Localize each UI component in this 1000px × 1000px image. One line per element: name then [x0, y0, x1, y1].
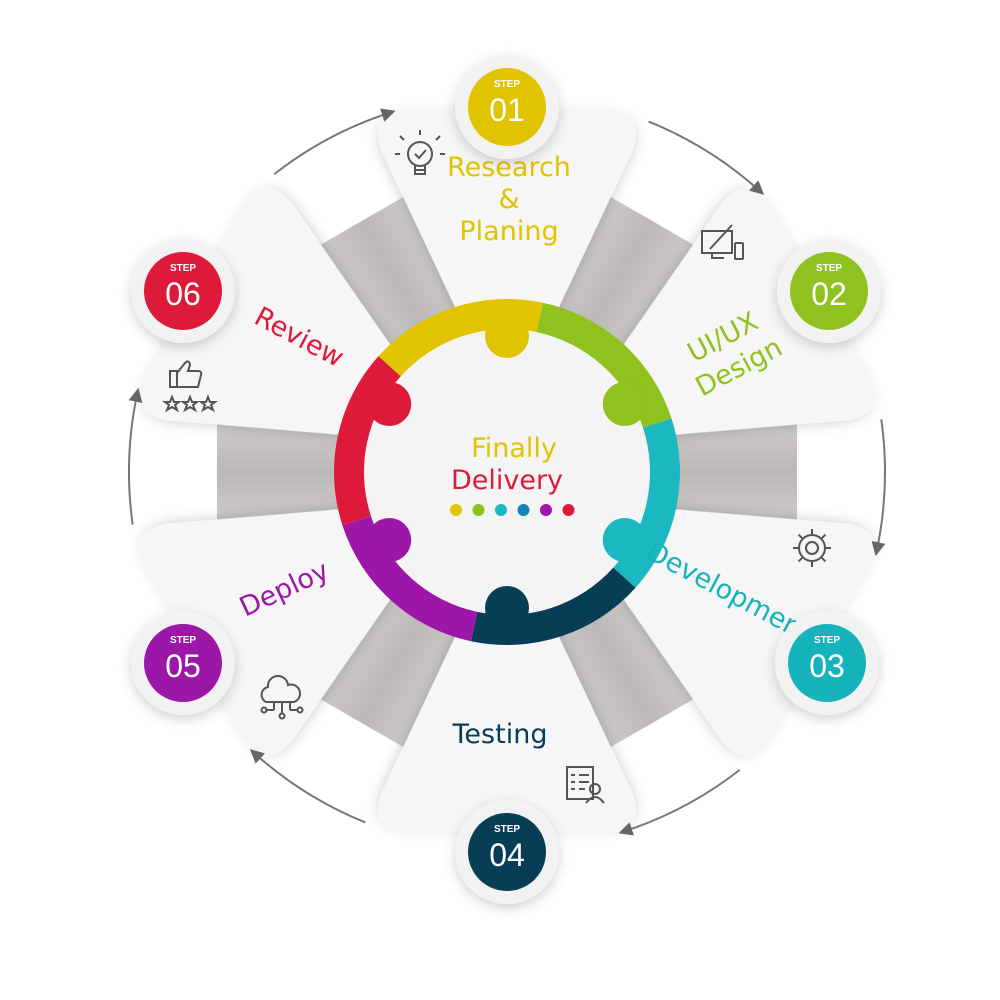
badge-disc — [468, 68, 546, 146]
badge-disc — [788, 624, 866, 702]
step-prefix: STEP — [170, 635, 196, 646]
step-number: 04 — [489, 837, 525, 873]
center-title-line2: Delivery — [451, 465, 563, 496]
step-prefix: STEP — [494, 824, 520, 835]
color-dot — [495, 504, 507, 516]
step-badge-02: STEP 02 — [777, 239, 881, 343]
petal-step-1 — [378, 110, 636, 322]
ring-notch — [602, 518, 647, 562]
step-badge-05: STEP 05 — [131, 611, 235, 715]
step-prefix: STEP — [170, 263, 196, 274]
color-dots — [450, 504, 575, 516]
step-number: 03 — [809, 648, 845, 684]
ring-notch — [485, 314, 529, 358]
step-number: 05 — [165, 648, 201, 684]
checklist-user-icon — [566, 766, 605, 804]
petal-step-2 — [614, 187, 876, 436]
cycle-arrow — [648, 120, 765, 195]
color-dot — [472, 504, 485, 516]
step-label-line: & — [498, 184, 519, 215]
badge-disc — [468, 813, 546, 891]
cycle-arrow — [871, 419, 886, 557]
step-number: 02 — [811, 276, 847, 312]
step-badge-04: STEP 04 — [455, 800, 559, 904]
thumbs-up-stars-icon — [162, 360, 218, 413]
petal-step-6 — [138, 187, 400, 436]
center-disc — [357, 322, 657, 622]
step-label-04: Testing — [452, 719, 548, 750]
color-dot — [450, 504, 462, 516]
cloud-network-icon — [260, 675, 304, 720]
center-title-line1: Finally — [471, 433, 557, 464]
badge-disc — [790, 252, 868, 330]
cycle-arrow — [249, 749, 366, 824]
gear-icon — [793, 529, 831, 567]
lightbulb-check-icon — [395, 130, 445, 175]
step-badge-01: STEP 01 — [455, 55, 559, 159]
step-badge-06: STEP 06 — [131, 239, 235, 343]
step-prefix: STEP — [814, 635, 840, 646]
color-dot — [562, 504, 575, 516]
cycle-arrow — [273, 108, 396, 175]
color-ring — [334, 298, 680, 646]
step-number: 01 — [489, 92, 525, 128]
ring-notch — [367, 382, 412, 426]
badge-disc — [144, 624, 222, 702]
step-prefix: STEP — [494, 79, 520, 90]
step-badge-03: STEP 03 — [775, 611, 879, 715]
ring-notch — [367, 518, 412, 562]
cycle-arrow — [618, 769, 741, 836]
step-label-line: Testing — [452, 719, 548, 750]
ring-notch — [602, 382, 647, 426]
cycle-arrows — [128, 108, 886, 836]
petal-step-5 — [138, 508, 400, 757]
color-dot — [517, 504, 530, 516]
color-dot — [540, 504, 552, 516]
step-number: 06 — [165, 276, 201, 312]
badge-disc — [144, 252, 222, 330]
monitor-phone-pen-icon — [701, 224, 744, 260]
ring-notch — [485, 586, 529, 630]
petal-step-3 — [614, 508, 876, 757]
step-label-line: Planing — [459, 216, 558, 247]
step-prefix: STEP — [816, 263, 842, 274]
cycle-arrow — [128, 387, 143, 525]
